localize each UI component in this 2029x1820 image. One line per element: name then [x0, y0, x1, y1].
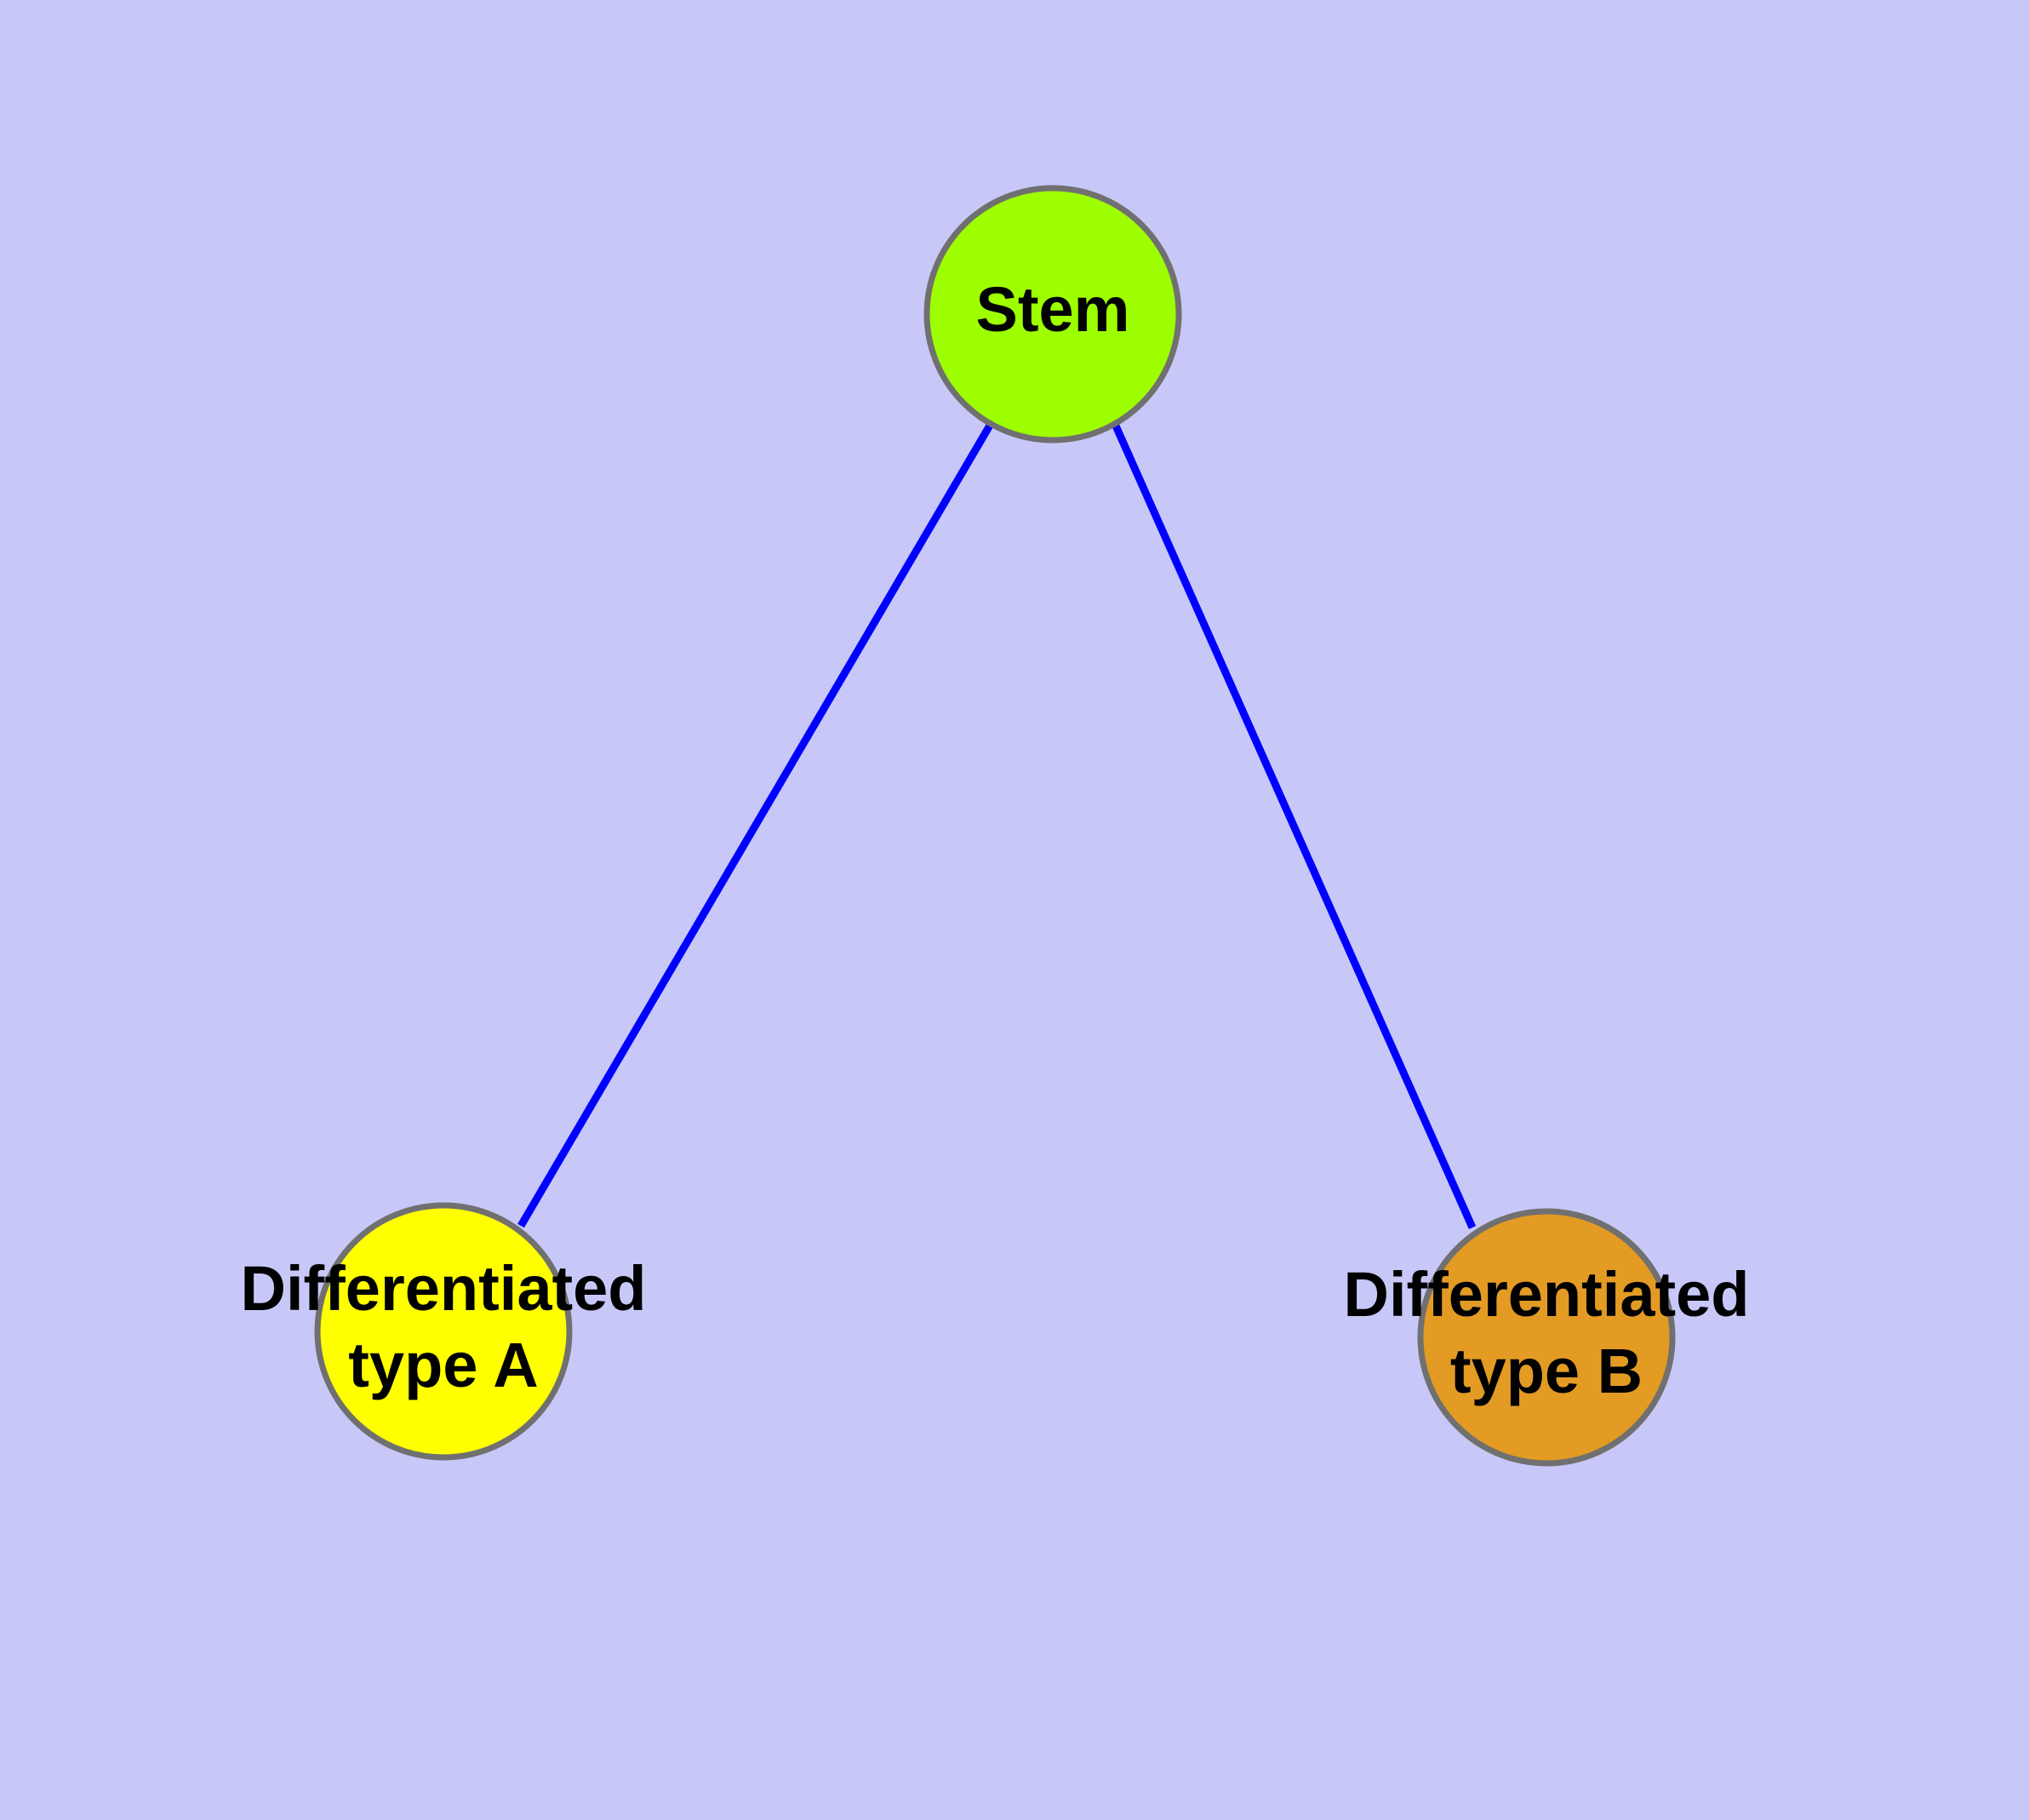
node-label-line: Stem — [976, 274, 1130, 345]
node-label-line: Differentiated — [1344, 1258, 1750, 1329]
node-layer — [314, 185, 1676, 1467]
edge-stem-to-differentiated-type-b[interactable] — [1111, 422, 1477, 1229]
node-label-line: Differentiated — [241, 1252, 647, 1323]
edge-layer — [517, 421, 1477, 1229]
node-label-line: type A — [348, 1330, 538, 1400]
edge-stem-to-differentiated-type-a[interactable] — [517, 421, 994, 1228]
node-differentiated-type-b[interactable] — [1417, 1208, 1676, 1467]
node-stem[interactable] — [923, 185, 1182, 444]
node-label-stem: Stem — [976, 274, 1130, 345]
node-label-line: type B — [1450, 1336, 1643, 1406]
node-differentiated-type-a[interactable] — [314, 1202, 573, 1461]
